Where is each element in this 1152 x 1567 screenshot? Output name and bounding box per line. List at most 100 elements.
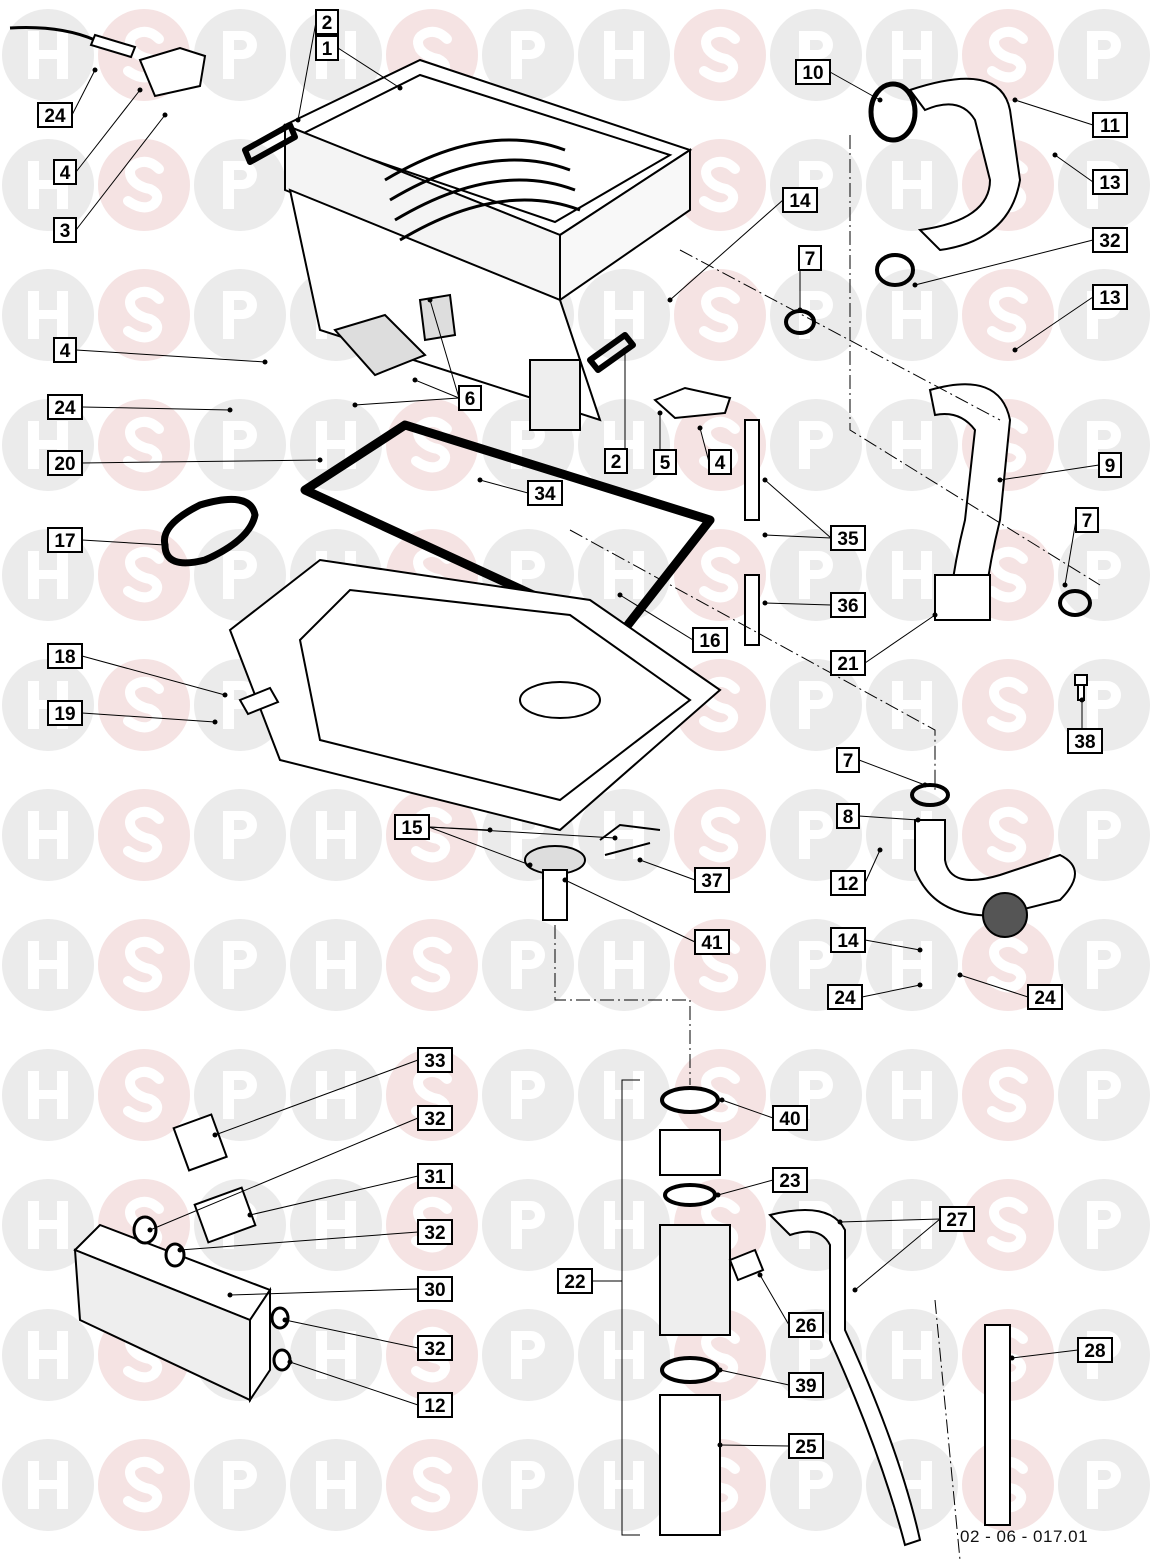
leader-dot — [612, 835, 618, 841]
callout-12[interactable]: 12 — [830, 847, 883, 896]
callout-box — [798, 245, 822, 271]
callout-23[interactable]: 23 — [715, 1167, 808, 1198]
callout-28[interactable]: 28 — [1009, 1337, 1113, 1363]
leader-dot — [92, 67, 98, 73]
watermark-h-logo — [290, 1049, 382, 1141]
watermark-h-logo — [866, 919, 958, 1011]
callout-24[interactable]: 24 — [827, 982, 923, 1010]
callout-20[interactable]: 20 — [47, 450, 323, 476]
leader-line — [839, 1218, 941, 1223]
callout-7[interactable]: 7 — [836, 747, 928, 788]
callout-13[interactable]: 13 — [1012, 284, 1128, 353]
callout-box — [417, 1105, 453, 1131]
callout-2[interactable]: 2 — [295, 9, 339, 123]
callout-number: 14 — [837, 931, 859, 952]
callout-17[interactable]: 17 — [47, 527, 168, 553]
callout-33[interactable]: 33 — [212, 1047, 453, 1138]
callout-number: 37 — [701, 871, 722, 892]
callout-24[interactable]: 24 — [47, 394, 233, 420]
callout-27[interactable]: 27 — [837, 1206, 975, 1293]
callout-box — [788, 1372, 824, 1398]
watermark-h-logo — [578, 1309, 670, 1401]
callout-8[interactable]: 8 — [836, 803, 921, 829]
callout-10[interactable]: 10 — [795, 59, 883, 103]
callout-16[interactable]: 16 — [617, 592, 728, 653]
leader-line — [864, 939, 921, 951]
leader-line — [81, 655, 226, 696]
callout-5[interactable]: 5 — [653, 410, 677, 475]
callout-12[interactable]: 12 — [287, 1359, 453, 1418]
callout-31[interactable]: 31 — [247, 1163, 453, 1218]
callout-2[interactable]: 2 — [604, 347, 628, 474]
watermark-p-logo — [482, 1179, 574, 1271]
callout-34[interactable]: 34 — [477, 477, 563, 506]
callout-14[interactable]: 14 — [830, 927, 923, 953]
callout-25[interactable]: 25 — [717, 1433, 824, 1459]
callout-24[interactable]: 24 — [957, 972, 1063, 1010]
callout-19[interactable]: 19 — [47, 700, 218, 726]
leader-line — [861, 984, 921, 998]
watermark-p-logo — [1058, 1179, 1150, 1271]
callout-32[interactable]: 32 — [147, 1105, 453, 1233]
callout-box — [1067, 728, 1103, 754]
callout-number: 13 — [1099, 288, 1120, 309]
hose-27 — [768, 1209, 922, 1547]
callout-37[interactable]: 37 — [637, 857, 730, 893]
fitting-31 — [193, 1186, 257, 1244]
watermark-p-logo — [194, 139, 286, 231]
callout-3[interactable]: 3 — [53, 112, 168, 243]
watermark-s-logo — [962, 1179, 1054, 1271]
callout-18[interactable]: 18 — [47, 643, 228, 698]
callout-24[interactable]: 24 — [37, 67, 98, 128]
callout-32[interactable]: 32 — [177, 1219, 453, 1253]
watermark-p-logo — [482, 1309, 574, 1401]
callout-4[interactable]: 4 — [697, 425, 732, 475]
watermark-p-logo — [194, 1049, 286, 1141]
callout-21[interactable]: 21 — [830, 612, 938, 676]
watermark-s-logo — [674, 529, 766, 621]
callout-30[interactable]: 30 — [227, 1276, 453, 1302]
watermark-p-logo — [1058, 529, 1150, 621]
watermark-h-logo — [578, 9, 670, 101]
callout-number: 24 — [54, 398, 76, 419]
electrode-5 — [653, 386, 732, 420]
leader-dot — [617, 592, 623, 598]
callout-number: 2 — [322, 13, 333, 34]
callout-number: 14 — [789, 191, 811, 212]
callout-39[interactable]: 39 — [717, 1367, 824, 1398]
callout-1[interactable]: 1 — [315, 35, 403, 91]
callout-22[interactable]: 22 — [557, 1268, 593, 1294]
leader-line — [297, 21, 317, 121]
callout-41[interactable]: 41 — [562, 877, 730, 955]
leader-dot — [212, 1132, 218, 1138]
callout-32[interactable]: 32 — [282, 1317, 453, 1361]
callout-36[interactable]: 36 — [762, 592, 866, 618]
callout-13[interactable]: 13 — [1052, 152, 1128, 195]
callout-number: 35 — [837, 529, 859, 550]
callout-number: 21 — [837, 654, 859, 675]
leader-dot — [227, 1292, 233, 1298]
callout-7[interactable]: 7 — [1062, 507, 1099, 588]
flue-pipe-11 — [908, 77, 1022, 252]
callout-11[interactable]: 11 — [1012, 97, 1128, 138]
leader-line — [81, 712, 216, 723]
callout-15[interactable]: 15 — [394, 814, 618, 868]
callout-14[interactable]: 14 — [667, 187, 818, 303]
callout-40[interactable]: 40 — [719, 1097, 808, 1131]
callout-number: 16 — [699, 631, 720, 652]
leader-dot — [877, 97, 883, 103]
callout-number: 20 — [54, 454, 75, 475]
callout-4[interactable]: 4 — [53, 87, 143, 185]
bracket-21 — [934, 574, 991, 621]
callout-35[interactable]: 35 — [762, 477, 866, 551]
callout-6[interactable]: 6 — [352, 297, 482, 411]
callout-4[interactable]: 4 — [53, 337, 268, 365]
callout-26[interactable]: 26 — [757, 1272, 824, 1338]
callout-32[interactable]: 32 — [912, 227, 1128, 288]
watermark-h-logo — [578, 1179, 670, 1271]
callout-9[interactable]: 9 — [997, 452, 1122, 483]
callout-38[interactable]: 38 — [1067, 697, 1103, 754]
callout-number: 38 — [1074, 732, 1095, 753]
callout-7[interactable]: 7 — [797, 245, 822, 313]
